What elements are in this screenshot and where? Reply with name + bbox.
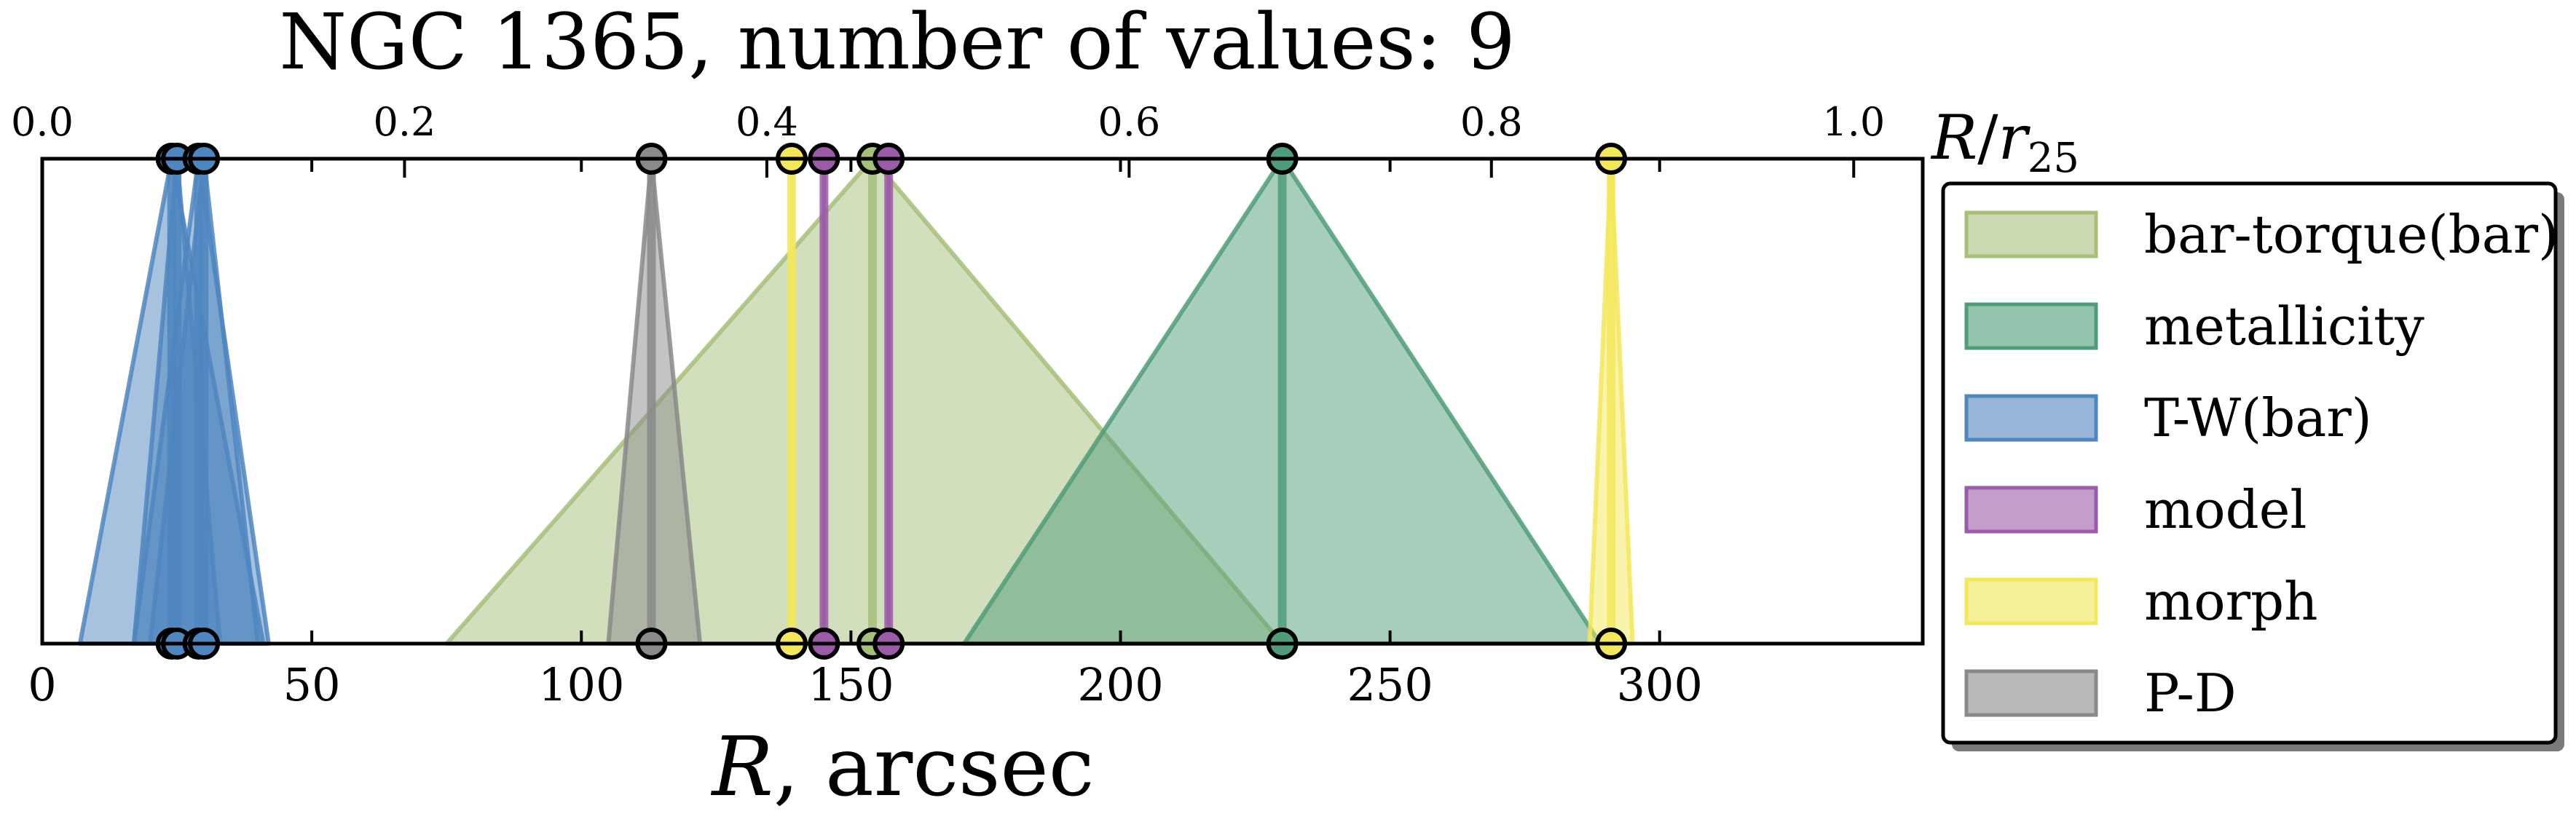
top-tick-label: 0.2	[374, 99, 436, 145]
legend-label-2: T-W(bar)	[2144, 387, 2372, 448]
legend-label-3: model	[2144, 479, 2307, 540]
x-tick-label: 250	[1347, 658, 1433, 711]
x-tick-label: 50	[283, 658, 341, 711]
top-tick-label: 0.4	[736, 99, 798, 145]
legend-label-1: metallicity	[2144, 296, 2425, 357]
x-tick-label: 100	[538, 658, 624, 711]
legend-label-5: P-D	[2144, 663, 2237, 724]
top-tick-label: 0.8	[1460, 99, 1523, 145]
x-tick-label: 200	[1077, 658, 1163, 711]
top-axis: 0.0 0.2 0.4 0.6 0.8 1.0	[11, 99, 1885, 178]
legend-label-4: morph	[2144, 571, 2318, 632]
x-tick-label: 300	[1617, 658, 1703, 711]
top-tick-label: 0.6	[1098, 99, 1160, 145]
x-axis-label: R, arcsec	[710, 720, 1094, 815]
legend-box	[1941, 181, 2558, 745]
legend-label-0: bar-torque(bar)	[2144, 204, 2559, 265]
plot-frame	[40, 157, 1925, 646]
legend-swatch-0	[1964, 210, 2098, 258]
plot-lines	[167, 159, 1616, 644]
bottom-axis: 0 50 100 150 200 250 300	[28, 159, 1703, 711]
top-tick-label: 1.0	[1822, 99, 1885, 145]
legend-swatch-2	[1964, 394, 2098, 442]
legend-swatch-1	[1964, 302, 2098, 350]
top-axis-label: R/r25	[1930, 102, 2079, 182]
x-tick-label: 150	[808, 658, 894, 711]
legend-swatch-3	[1964, 486, 2098, 534]
plot-areas	[77, 157, 1635, 646]
top-tick-label: 0.0	[11, 99, 74, 145]
legend-swatch-5	[1964, 669, 2098, 717]
x-tick-label: 0	[28, 658, 56, 711]
chart-title: NGC 1365, number of values: 9	[279, 0, 1515, 87]
legend-swatch-4	[1964, 577, 2098, 625]
